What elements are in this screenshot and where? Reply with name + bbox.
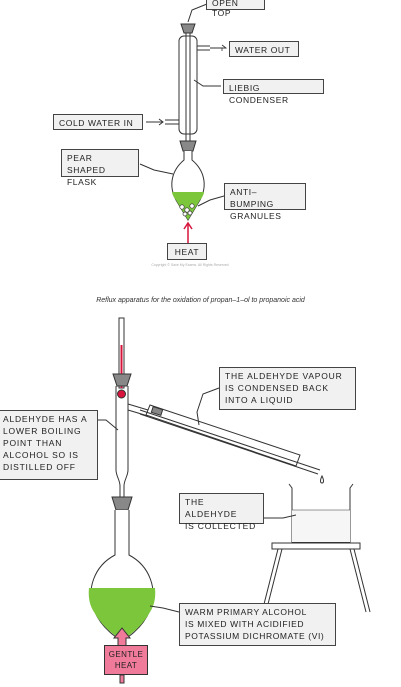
heat-arrow [183, 221, 193, 243]
label-lower-boiling-point: ALDEHYDE HAS A LOWER BOILING POINT THAN … [0, 410, 98, 480]
label-liebig-condenser: LIEBIG CONDENSER [223, 79, 324, 105]
collected-aldehyde [292, 510, 350, 542]
flask-liquid [172, 192, 204, 220]
label-open-top: OPEN TOP [206, 0, 265, 18]
label-aldehyde-vapour: THE ALDEHYDE VAPOUR IS CONDENSED BACK IN… [219, 367, 356, 410]
flask-reaction-mixture [88, 588, 156, 639]
diagram2-leaders [98, 387, 297, 613]
flask-stopper [179, 140, 197, 152]
liebig-condenser-jacket [178, 35, 198, 135]
label-gentle-heat: GENTLE HEAT [104, 645, 148, 675]
condenser-inlet-clip [150, 405, 164, 417]
label-cold-water-in: COLD WATER IN [53, 114, 143, 130]
water-out-arm [197, 45, 210, 51]
label-warm-primary-alcohol: WARM PRIMARY ALCOHOL IS MIXED WITH ACIDI… [179, 603, 336, 646]
copyright-note: Copyright © Save My Exams. All Rights Re… [151, 263, 229, 267]
water-in-arm [165, 119, 179, 125]
reflux-apparatus [165, 23, 210, 221]
diagram1-leaders [139, 3, 228, 207]
flask-neck-stopper [111, 496, 133, 511]
still-head-stopper [112, 373, 132, 387]
label-pear-shaped-flask: PEAR SHAPED FLASK [61, 149, 139, 187]
thermometer-bulb [117, 389, 126, 399]
anti-bumping-granules [179, 203, 195, 217]
condenser-top-stopper [180, 23, 196, 34]
condensate-drop-1 [320, 474, 324, 484]
label-aldehyde-collected: THE ALDEHYDE IS COLLECTED [179, 493, 264, 531]
distillation-apparatus [88, 317, 371, 641]
figure-caption: Reflux apparatus for the oxidation of pr… [96, 297, 305, 304]
label-anti-bumping-granules: ANTI–BUMPING GRANULES [224, 183, 306, 221]
distillation-condenser [145, 404, 301, 467]
tripod-stand [271, 542, 361, 550]
label-heat: HEAT [167, 243, 207, 260]
still-head [115, 386, 129, 497]
label-water-out: WATER OUT [229, 41, 299, 57]
